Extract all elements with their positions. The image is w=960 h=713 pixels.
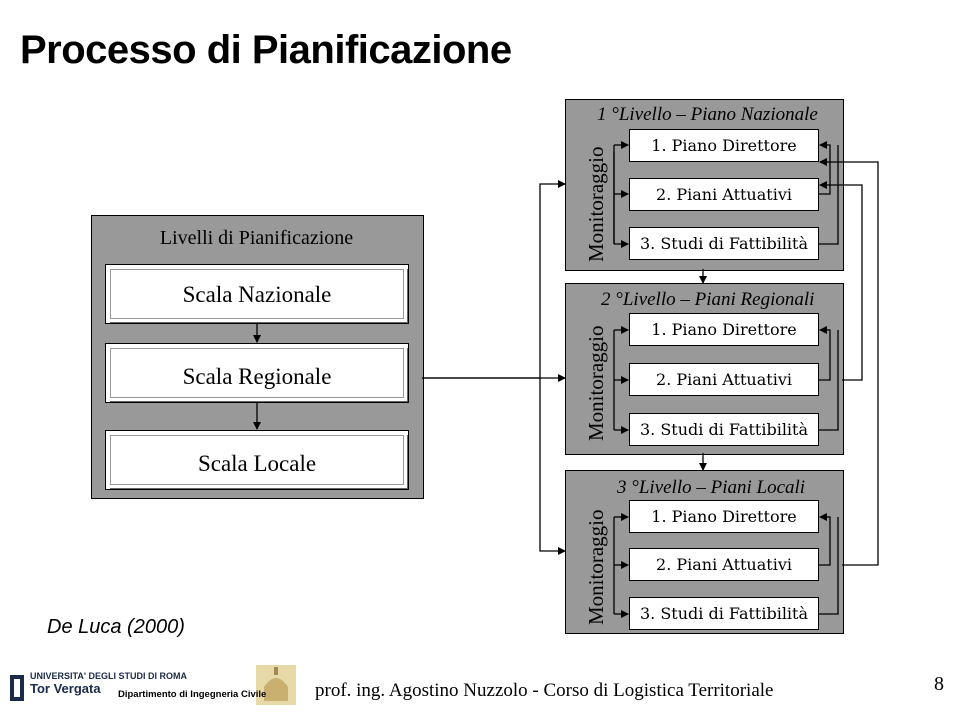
level-2-item-2: 2. Piani Attuativi xyxy=(629,363,819,396)
dome-icon xyxy=(256,665,296,705)
scale-local-box: Scala Locale xyxy=(105,430,409,490)
university-name: UNIVERSITA' DEGLI STUDI DI ROMA xyxy=(30,671,187,681)
connector-to-level-3 xyxy=(539,378,566,555)
page-number: 8 xyxy=(934,673,944,695)
university-emblem-icon xyxy=(10,675,24,701)
connector-to-level-1 xyxy=(422,180,566,379)
level-3-title: 3 °Livello – Piani Locali xyxy=(617,477,806,498)
level-2-item-1: 1. Piano Direttore xyxy=(629,313,819,346)
level-2-item-3: 3. Studi di Fattibilità xyxy=(629,413,819,446)
outer-feedback-level-3 xyxy=(819,158,879,566)
level-3-item-1: 1. Piano Direttore xyxy=(629,500,819,533)
level-1-item-1: 1. Piano Direttore xyxy=(629,129,819,162)
citation: De Luca (2000) xyxy=(47,616,185,638)
level-3-item-3: 3. Studi di Fattibilità xyxy=(629,597,819,630)
outer-feedback-level-2 xyxy=(819,181,863,381)
level-3-item-2: 2. Piani Attuativi xyxy=(629,548,819,581)
planning-levels-header: Livelli di Pianificazione xyxy=(159,226,354,249)
scale-regional-box: Scala Regionale xyxy=(105,343,409,403)
university-logo: UNIVERSITA' DEGLI STUDI DI ROMA Tor Verg… xyxy=(8,665,298,709)
page-title: Processo di Pianificazione xyxy=(20,28,512,72)
department-name: Dipartimento di Ingegneria Civile xyxy=(118,689,267,700)
tor-vergata-name: Tor Vergata xyxy=(30,681,101,696)
level-1-item-3: 3. Studi di Fattibilità xyxy=(629,227,819,260)
level-2-title: 2 °Livello – Piani Regionali xyxy=(601,289,815,310)
level-1-item-2: 2. Piani Attuativi xyxy=(629,178,819,211)
level-1-title: 1 °Livello – Piano Nazionale xyxy=(597,104,818,125)
footer-course: prof. ing. Agostino Nuzzolo - Corso di L… xyxy=(315,680,774,701)
